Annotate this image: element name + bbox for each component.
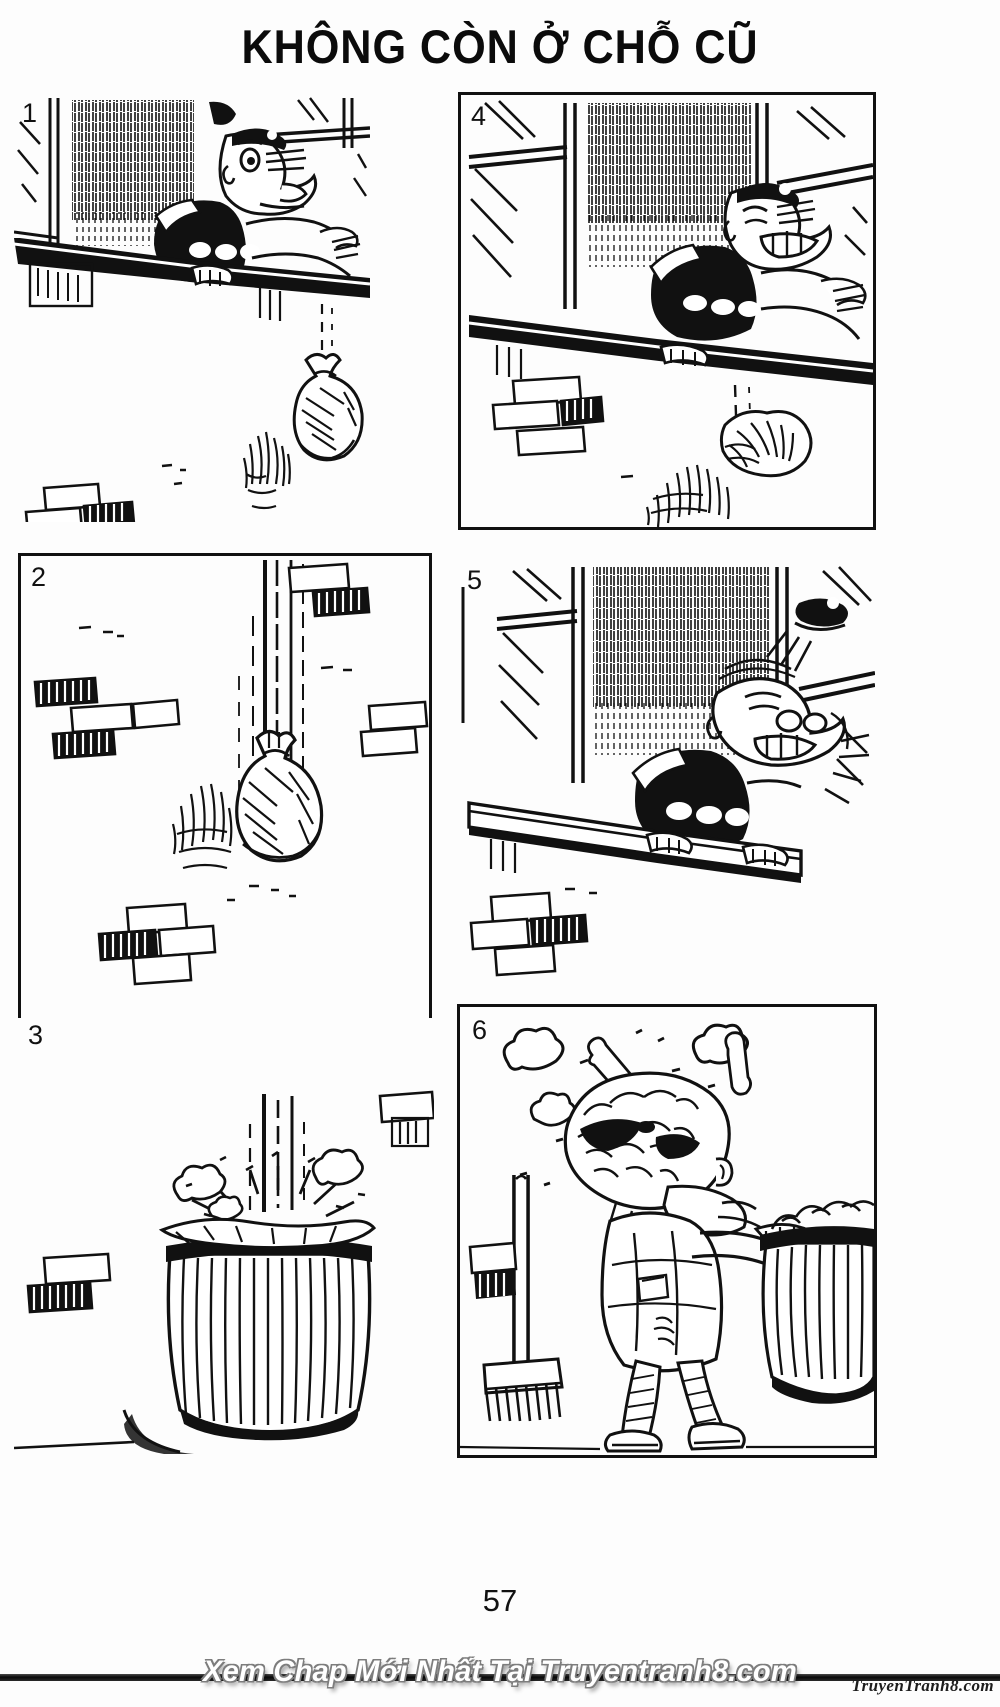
comic-panel-5: 5 xyxy=(455,553,875,991)
site-watermark: TruyenTranh8.com xyxy=(851,1676,994,1695)
panel-6-artwork xyxy=(460,1007,874,1455)
panel-4-artwork xyxy=(461,95,873,527)
comic-panel-1: 1 xyxy=(14,92,370,522)
page-title: KHÔNG CÒN Ở CHỖ CŨ xyxy=(241,20,759,73)
panel-3-artwork xyxy=(14,1018,434,1456)
comic-panel-4: 4 xyxy=(458,92,876,530)
panel-6-number: 6 xyxy=(472,1015,488,1045)
footer-bar xyxy=(0,1674,1000,1681)
comic-panel-2: 2 xyxy=(18,553,432,1021)
panel-3-number: 3 xyxy=(28,1020,44,1050)
comic-panel-3: 3 xyxy=(14,1018,434,1456)
panel-1-number: 1 xyxy=(22,98,38,128)
panel-5-artwork xyxy=(455,553,875,991)
footer-banner: Xem Chap Mới Nhất Tại Truyentranh8.com T… xyxy=(0,1652,1000,1707)
page-number: 57 xyxy=(482,1583,518,1618)
panel-2-artwork xyxy=(21,556,429,1018)
footer-promo-text[interactable]: Xem Chap Mới Nhất Tại Truyentranh8.com xyxy=(203,1655,797,1688)
comic-panel-6: 6 xyxy=(457,1004,877,1458)
panel-2-number: 2 xyxy=(31,562,47,592)
panel-4-number: 4 xyxy=(471,101,487,131)
panel-1-artwork xyxy=(14,92,370,522)
panel-5-number: 5 xyxy=(467,565,483,595)
